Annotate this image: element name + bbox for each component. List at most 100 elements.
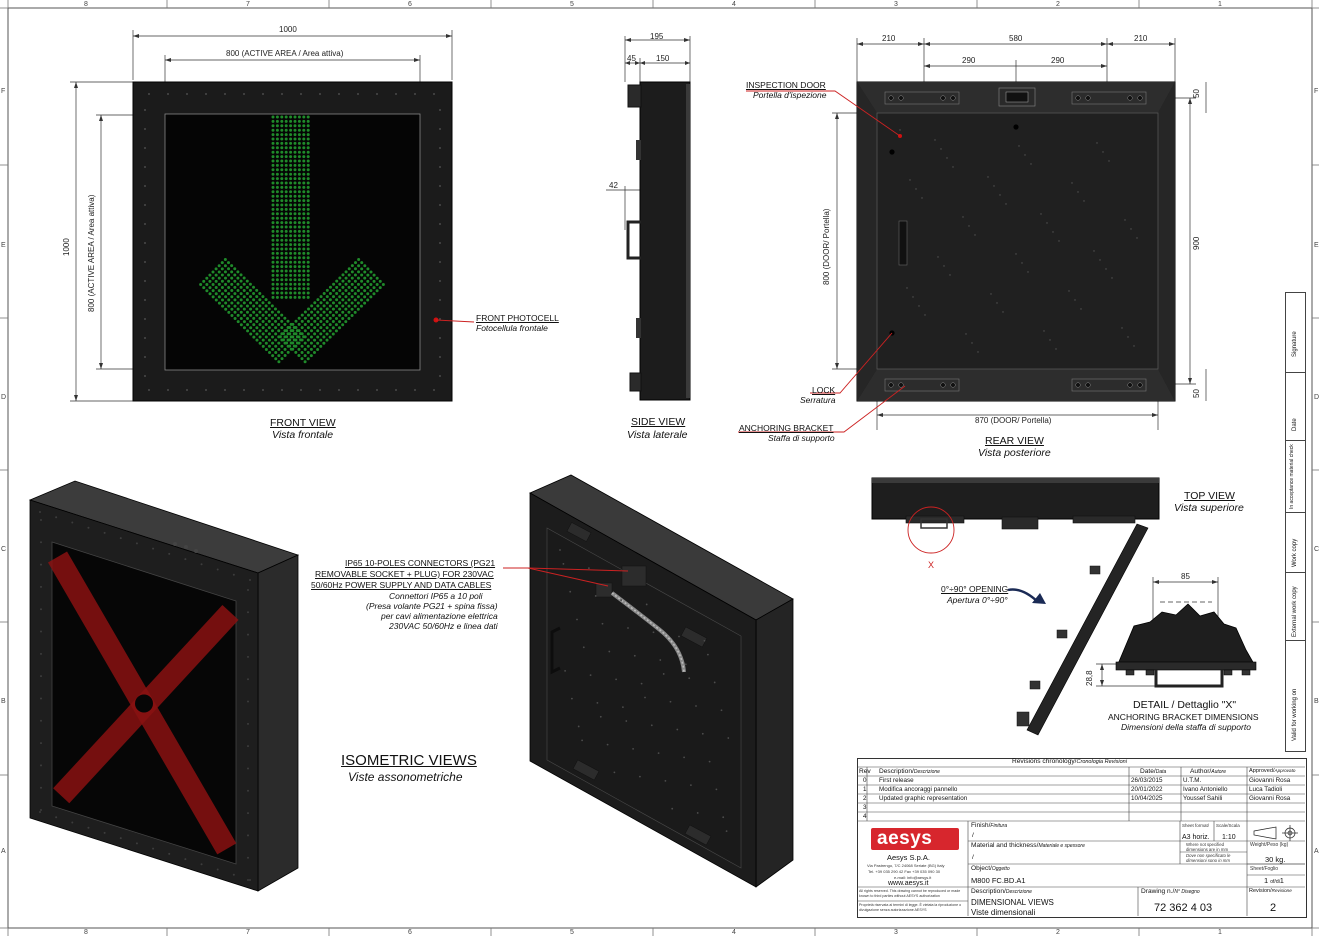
arrow-led <box>306 287 310 291</box>
iso-screw <box>247 655 249 658</box>
arrow-led <box>236 295 240 299</box>
iso-rear-dot <box>627 627 629 629</box>
panel-screw <box>144 299 146 301</box>
arrow-led <box>271 203 275 207</box>
arrow-led <box>303 347 307 351</box>
arrow-led <box>275 119 279 123</box>
rear-dot <box>990 293 992 295</box>
arrow-led <box>293 256 297 260</box>
arrow-led <box>289 155 293 159</box>
arrow-led <box>270 323 274 327</box>
panel-screw <box>439 280 441 282</box>
arrow-led <box>338 282 342 286</box>
arrow-led <box>357 270 361 274</box>
arrow-led <box>236 289 240 293</box>
arrow-led <box>261 344 265 348</box>
arrow-led <box>280 133 284 137</box>
side-dim-depth: 195 <box>650 32 664 41</box>
arrow-led <box>347 279 351 283</box>
arrow-led <box>344 282 348 286</box>
arrow-led <box>277 354 281 358</box>
arrow-led <box>307 307 311 311</box>
arrow-led <box>350 301 354 305</box>
iso-screw <box>119 537 122 540</box>
arrow-led <box>316 335 320 339</box>
col-desc: Description/Descrizione <box>879 768 940 776</box>
arrow-led <box>280 221 284 225</box>
iso-screw <box>247 722 249 725</box>
arrow-led <box>306 269 310 273</box>
arrow-led <box>302 282 306 286</box>
arrow-led <box>289 124 293 128</box>
iso-screw <box>39 811 41 813</box>
arrow-led <box>233 317 237 321</box>
arrow-led <box>224 289 228 293</box>
arrow-led <box>310 329 314 333</box>
arrow-led <box>285 341 289 345</box>
arrow-led <box>264 310 268 314</box>
arrow-led <box>302 216 306 220</box>
arrow-led <box>350 307 354 311</box>
arrow-led <box>360 273 364 277</box>
iso-screw <box>152 847 155 850</box>
iso-screw <box>71 821 74 824</box>
revision-date: 10/04/2025 <box>1131 795 1163 802</box>
inspection-door-label: INSPECTION DOOR <box>746 80 826 90</box>
iso-rear-dot <box>622 706 624 709</box>
arrow-led <box>221 298 225 302</box>
bracket-bolt <box>1085 382 1091 388</box>
arrow-led <box>302 212 306 216</box>
arrow-led <box>335 292 339 296</box>
arrow-led <box>297 256 301 260</box>
arrow-led <box>284 128 288 132</box>
arrow-led <box>294 319 298 323</box>
arrow-led <box>291 341 295 345</box>
arrow-led <box>341 304 345 308</box>
arrow-led <box>261 332 265 336</box>
arrow-led <box>275 256 279 260</box>
arrow-led <box>344 295 348 299</box>
arrow-led <box>280 177 284 181</box>
revision-approved: Luca Tadioli <box>1249 786 1283 793</box>
object-label: Object/Oggetto <box>971 865 1010 873</box>
arrow-led <box>344 320 348 324</box>
arrow-led <box>271 354 275 358</box>
arrow-led <box>252 292 256 296</box>
arrow-led <box>202 279 206 283</box>
frame-row-label: A <box>1314 848 1319 855</box>
arrow-led <box>289 199 293 203</box>
arrow-led <box>331 320 335 324</box>
arrow-led <box>334 316 338 320</box>
arrow-led <box>248 282 252 286</box>
sheet-value: 1 of/di1 <box>1264 877 1284 885</box>
iso-screw <box>39 511 41 513</box>
arrow-led <box>280 225 284 229</box>
arrow-led <box>303 329 307 333</box>
object-value: M800 FC.BD.A1 <box>971 876 1026 885</box>
arrow-led <box>284 137 288 141</box>
arrow-led <box>306 225 310 229</box>
arrow-led <box>275 225 279 229</box>
arrow-led <box>233 279 237 283</box>
arrow-led <box>230 264 234 268</box>
arrow-led <box>289 150 293 154</box>
arrow-led <box>297 247 301 251</box>
aesys-logo-text: aesys <box>877 828 933 849</box>
arrow-led <box>289 251 293 255</box>
arrow-led <box>233 298 237 302</box>
arrow-led <box>271 155 275 159</box>
arrow-led <box>297 316 301 320</box>
panel-screw <box>148 389 150 391</box>
frame-col-label: 7 <box>246 1 250 8</box>
rear-view <box>738 38 1207 433</box>
frame-row-label: F <box>1 88 6 95</box>
arrow-led <box>275 203 279 207</box>
arrow-led <box>284 238 288 242</box>
arrow-led <box>277 329 281 333</box>
arrow-led <box>302 141 306 145</box>
arrow-led <box>267 313 271 317</box>
arrow-led <box>289 185 293 189</box>
arrow-led <box>285 335 289 339</box>
arrow-led <box>313 301 317 305</box>
